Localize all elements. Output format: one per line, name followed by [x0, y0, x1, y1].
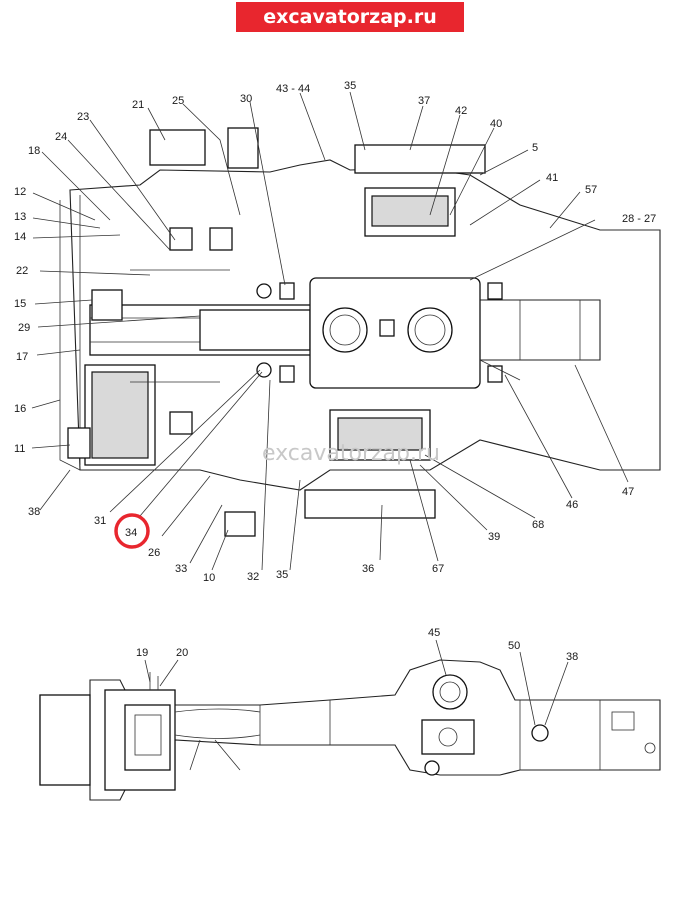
- callout-38-bottom: 38: [566, 651, 578, 663]
- leader-lines-bottom: [144, 639, 569, 726]
- callout-37: 37: [418, 95, 430, 107]
- callout-40: 40: [490, 118, 502, 130]
- site-banner: excavatorzap.ru: [236, 2, 464, 32]
- callout-17: 17: [16, 351, 28, 363]
- callouts-top: 21 25 30 43 - 44 35 37 42 40 5 41 57 23 …: [14, 80, 656, 584]
- callout-39: 39: [488, 531, 500, 543]
- callout-21: 21: [132, 99, 144, 111]
- callout-24: 24: [55, 131, 67, 143]
- highlight-callout-34: 34: [114, 513, 150, 549]
- callouts-bottom: 19 20 45 50 38: [136, 627, 578, 663]
- callout-38-top: 38: [28, 506, 40, 518]
- callout-34: 34: [125, 527, 137, 539]
- callout-47: 47: [622, 486, 634, 498]
- watermark-text: excavatorzap.ru: [262, 441, 440, 466]
- callout-46: 46: [566, 499, 578, 511]
- callout-22: 22: [16, 265, 28, 277]
- callout-28-27: 28 - 27: [622, 213, 656, 225]
- callout-67: 67: [432, 563, 444, 575]
- callout-35-bottom: 35: [276, 569, 288, 581]
- callout-20: 20: [176, 647, 188, 659]
- callout-26: 26: [148, 547, 160, 559]
- callout-12: 12: [14, 186, 26, 198]
- section-drawing: [59, 127, 661, 537]
- callout-42: 42: [455, 105, 467, 117]
- callout-43-44: 43 - 44: [276, 83, 310, 95]
- callout-11: 11: [14, 443, 25, 455]
- callout-31: 31: [94, 515, 106, 527]
- callout-13: 13: [14, 211, 26, 223]
- callout-68: 68: [532, 519, 544, 531]
- callout-15: 15: [14, 298, 26, 310]
- plan-view-drawing: [39, 659, 661, 801]
- callout-32: 32: [247, 571, 259, 583]
- callout-29: 29: [18, 322, 30, 334]
- callout-10: 10: [203, 572, 215, 584]
- callout-30: 30: [240, 93, 252, 105]
- callout-33: 33: [175, 563, 187, 575]
- callout-50: 50: [508, 640, 520, 652]
- leader-lines-top: [31, 91, 629, 571]
- callout-19: 19: [136, 647, 148, 659]
- callout-18: 18: [28, 145, 40, 157]
- callout-57: 57: [585, 184, 597, 196]
- callout-41: 41: [546, 172, 558, 184]
- callout-16: 16: [14, 403, 26, 415]
- callout-14: 14: [14, 231, 26, 243]
- callout-45: 45: [428, 627, 440, 639]
- callout-35-top: 35: [344, 80, 356, 92]
- highlight-ring: [114, 513, 150, 549]
- callout-23: 23: [77, 111, 89, 123]
- callout-5: 5: [532, 142, 538, 154]
- callout-36: 36: [362, 563, 374, 575]
- callout-25: 25: [172, 95, 184, 107]
